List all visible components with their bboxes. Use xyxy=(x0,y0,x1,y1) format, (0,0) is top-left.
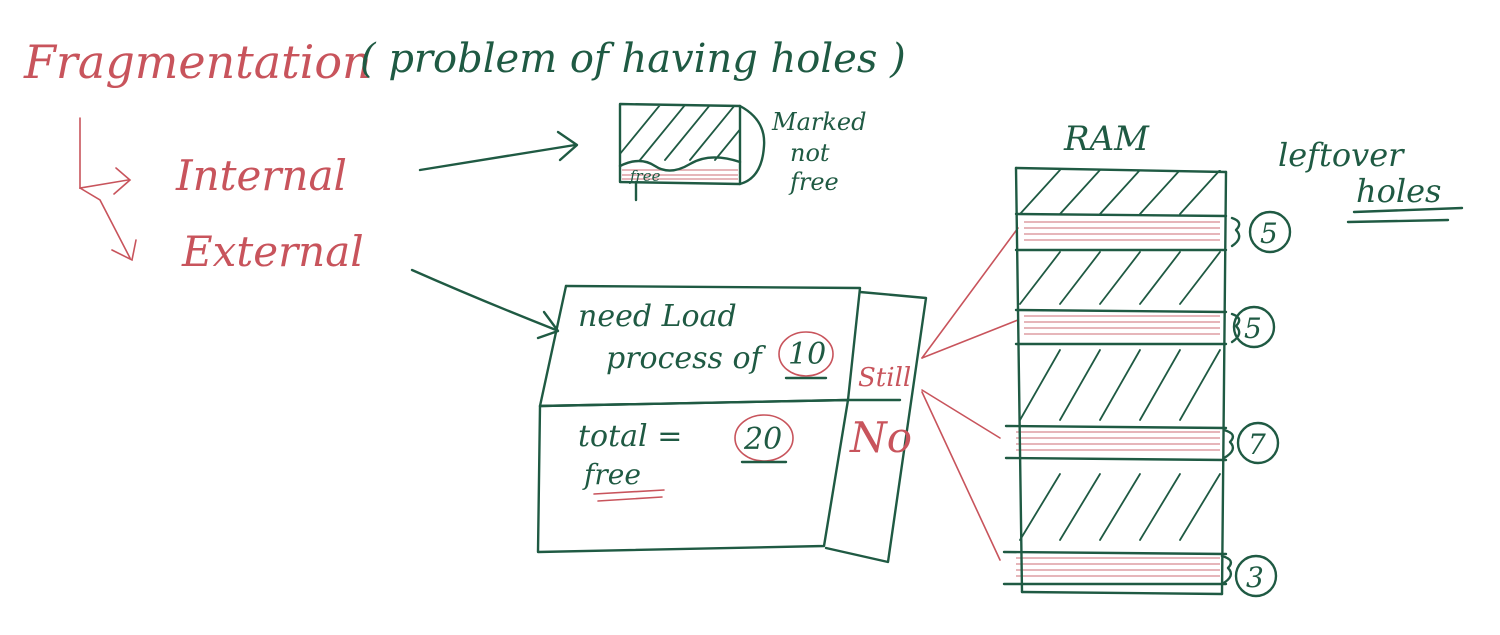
title-fragmentation: Fragmentation xyxy=(23,35,372,89)
external-need-line1: need Load xyxy=(578,299,737,334)
internal-fragment-block: free xyxy=(618,102,766,202)
external-need-line2: process of xyxy=(606,341,767,376)
internal-note-line3: free xyxy=(788,168,839,196)
ram-hole-fills xyxy=(1016,221,1220,577)
ram-hatching xyxy=(1019,170,1221,541)
ram-hole-size-4: 3 xyxy=(1246,561,1264,594)
ram-hole-sizes: 5 5 7 3 xyxy=(1232,210,1292,598)
label-internal: Internal xyxy=(175,151,347,200)
internal-note-line1: Marked xyxy=(771,108,866,136)
internal-hole-label: free xyxy=(629,167,661,185)
internal-note: Marked not free xyxy=(771,108,866,196)
leftover-line1: leftover xyxy=(1278,136,1405,174)
arrow-to-external-box xyxy=(410,268,560,340)
ram-hole-size-2: 5 xyxy=(1244,312,1262,345)
ram-column: RAM xyxy=(1002,119,1292,598)
external-box: need Load process of 10 total = 20 free … xyxy=(536,284,928,564)
external-still: Still xyxy=(858,363,911,393)
external-total-free: free xyxy=(582,458,641,491)
label-external: External xyxy=(181,227,364,276)
internal-note-line2: not xyxy=(790,139,830,167)
branch-arrows xyxy=(79,117,137,262)
external-need-size: 10 xyxy=(788,337,826,372)
external-total-label: total = xyxy=(578,419,682,454)
arrow-to-internal-block xyxy=(418,130,579,172)
ram-hole-size-1: 5 xyxy=(1260,217,1278,250)
leftover-line2: holes xyxy=(1356,172,1441,210)
external-total-size: 20 xyxy=(743,422,782,457)
title-aside: ( problem of having holes ) xyxy=(360,36,906,82)
leftover-note: leftover holes xyxy=(1278,136,1464,224)
hole-connectors xyxy=(921,227,1019,561)
external-no: No xyxy=(849,413,912,462)
ram-label: RAM xyxy=(1063,119,1150,159)
ram-hole-size-3: 7 xyxy=(1248,428,1266,461)
